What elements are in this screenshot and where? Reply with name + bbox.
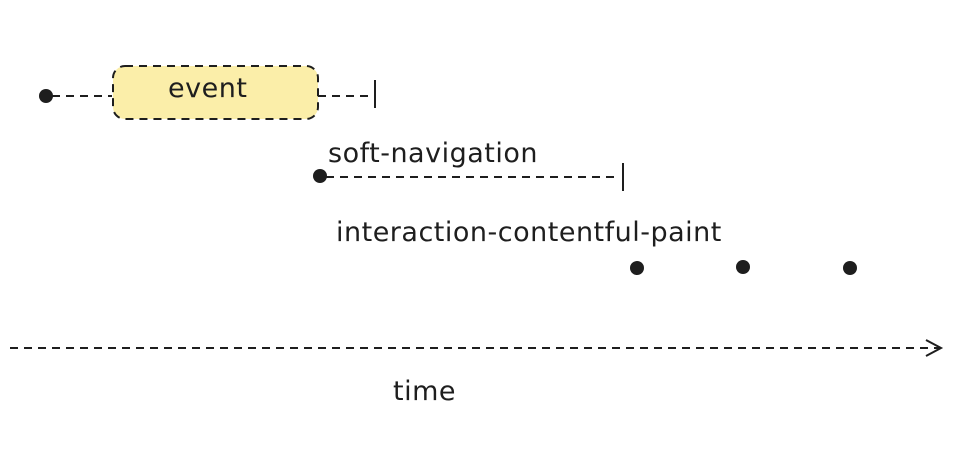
soft-navigation-start-dot	[313, 169, 327, 183]
soft-navigation-label: soft-navigation	[328, 138, 538, 169]
event-start-dot	[39, 89, 53, 103]
event-label: event	[168, 73, 248, 104]
interaction-contentful-paint-label: interaction-contentful-paint	[336, 217, 722, 248]
icp-dot-3	[843, 261, 857, 275]
time-axis-arrowhead-icon	[925, 339, 944, 357]
icp-dot-1	[630, 261, 644, 275]
icp-dot-2	[736, 260, 750, 274]
event-box	[112, 65, 319, 120]
time-axis-label: time	[393, 376, 457, 407]
